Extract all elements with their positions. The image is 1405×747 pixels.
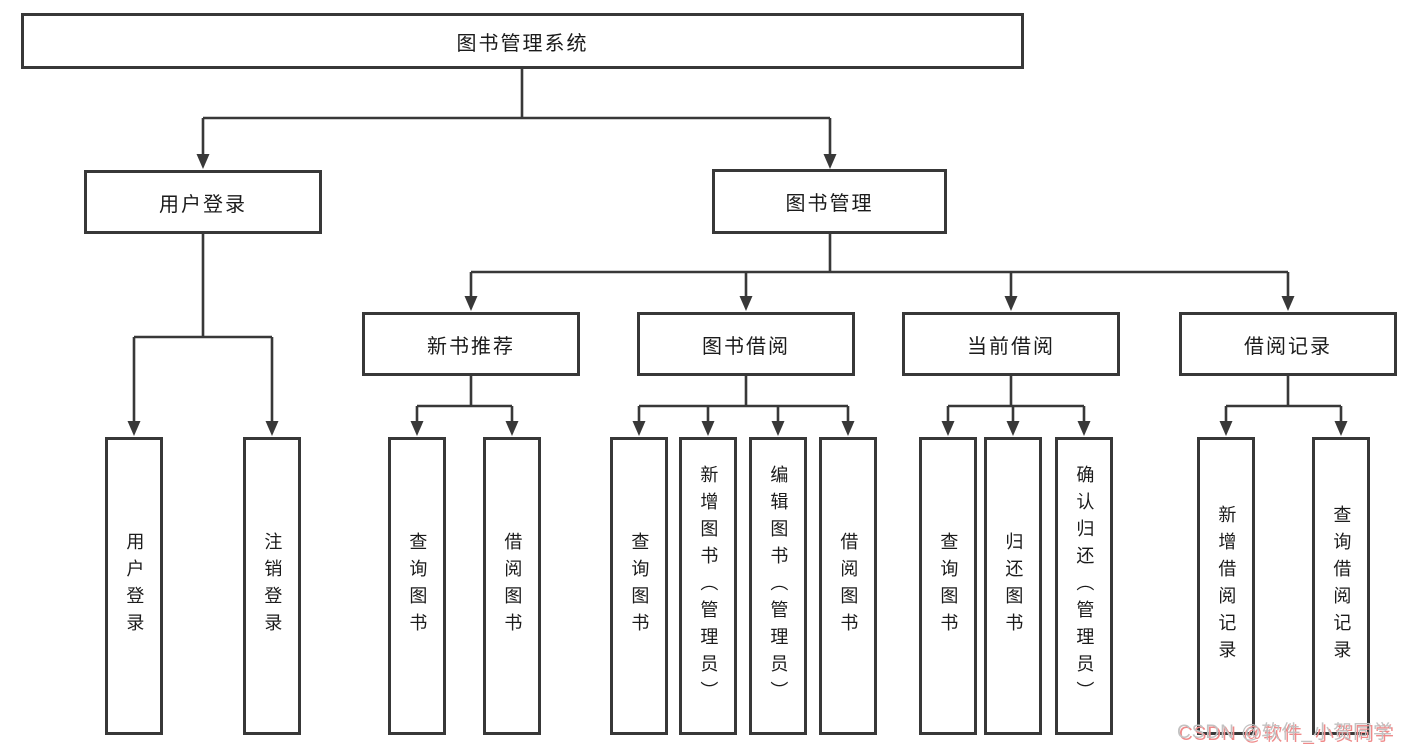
node-library-management-system: 图书管理系统 bbox=[21, 13, 1024, 69]
arrowhead bbox=[196, 154, 210, 169]
node-new-book-recommend: 新书推荐 bbox=[362, 312, 580, 376]
leaf-query-books-recommend: 查询图书 bbox=[388, 437, 446, 735]
node-label: 归还图书 bbox=[1003, 532, 1024, 640]
node-borrow-records: 借阅记录 bbox=[1179, 312, 1397, 376]
arrowhead bbox=[941, 421, 955, 436]
arrowhead bbox=[1334, 421, 1348, 436]
node-current-borrow: 当前借阅 bbox=[902, 312, 1120, 376]
edge-root-to-level2 bbox=[201, 69, 832, 156]
edge-records-to-children bbox=[1224, 376, 1343, 423]
edge-current-to-children bbox=[946, 376, 1086, 423]
node-label: 借阅图书 bbox=[502, 532, 523, 640]
node-book-borrow: 图书借阅 bbox=[637, 312, 855, 376]
leaf-add-borrow-record: 新增借阅记录 bbox=[1197, 437, 1255, 735]
node-label: 借阅图书 bbox=[838, 532, 859, 640]
node-label: 新增借阅记录 bbox=[1216, 505, 1237, 667]
node-label: 当前借阅 bbox=[967, 335, 1055, 358]
arrowhead bbox=[841, 421, 855, 436]
node-label: 借阅记录 bbox=[1244, 335, 1332, 358]
arrowhead bbox=[1004, 296, 1018, 311]
leaf-query-books-current: 查询图书 bbox=[919, 437, 977, 735]
arrowhead bbox=[1219, 421, 1233, 436]
leaf-user-login: 用户登录 bbox=[105, 437, 163, 735]
node-user-login: 用户登录 bbox=[84, 170, 322, 234]
node-label: 查询借阅记录 bbox=[1331, 505, 1352, 667]
edge-user-login-to-children bbox=[132, 234, 274, 423]
node-label: 图书借阅 bbox=[702, 335, 790, 358]
node-label: 查询图书 bbox=[407, 532, 428, 640]
arrowhead bbox=[823, 154, 837, 169]
leaf-borrow-books: 借阅图书 bbox=[819, 437, 877, 735]
csdn-watermark: CSDN @软件_小贺同学 bbox=[1177, 722, 1393, 743]
node-book-management: 图书管理 bbox=[712, 169, 947, 234]
arrowhead bbox=[1006, 421, 1020, 436]
node-label: 注销登录 bbox=[262, 532, 283, 640]
edge-book-management-to-children bbox=[469, 234, 1290, 297]
arrowhead bbox=[1077, 421, 1091, 436]
arrowhead bbox=[1281, 296, 1295, 311]
leaf-edit-book-admin: 编辑图书（管理员） bbox=[749, 437, 807, 735]
arrowhead bbox=[505, 421, 519, 436]
arrowhead bbox=[739, 296, 753, 311]
leaf-return-books: 归还图书 bbox=[984, 437, 1042, 735]
node-label: 用户登录 bbox=[124, 532, 145, 640]
node-label: 用户登录 bbox=[159, 193, 247, 216]
leaf-confirm-return-admin: 确认归还（管理员） bbox=[1055, 437, 1113, 735]
node-label: 图书管理系统 bbox=[456, 32, 589, 55]
arrowhead bbox=[127, 421, 141, 436]
node-label: 新增图书（管理员） bbox=[698, 464, 719, 708]
node-label: 查询图书 bbox=[629, 532, 650, 640]
arrowhead bbox=[464, 296, 478, 311]
arrowhead bbox=[771, 421, 785, 436]
leaf-logout-login: 注销登录 bbox=[243, 437, 301, 735]
leaf-query-books-borrow: 查询图书 bbox=[610, 437, 668, 735]
leaf-borrow-books-recommend: 借阅图书 bbox=[483, 437, 541, 735]
arrowhead bbox=[701, 421, 715, 436]
edge-recommend-to-children bbox=[415, 376, 514, 423]
node-label: 编辑图书（管理员） bbox=[768, 464, 789, 708]
arrowhead bbox=[410, 421, 424, 436]
arrowhead bbox=[632, 421, 646, 436]
leaf-add-book-admin: 新增图书（管理员） bbox=[679, 437, 737, 735]
edge-borrow-to-children bbox=[637, 376, 850, 423]
node-label: 新书推荐 bbox=[427, 335, 515, 358]
leaf-query-borrow-record: 查询借阅记录 bbox=[1312, 437, 1370, 735]
arrowhead bbox=[265, 421, 279, 436]
node-label: 确认归还（管理员） bbox=[1074, 464, 1095, 708]
node-label: 查询图书 bbox=[938, 532, 959, 640]
node-label: 图书管理 bbox=[785, 193, 874, 215]
